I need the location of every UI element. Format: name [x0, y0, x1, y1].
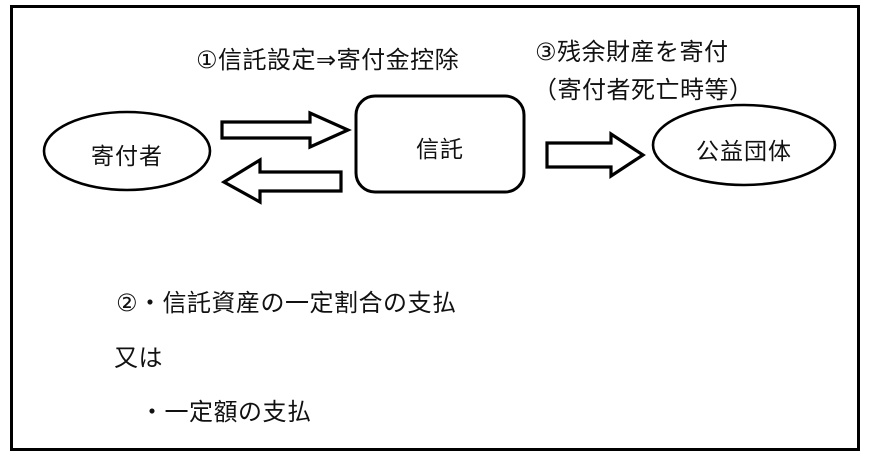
- arrow-trust-to-donor[interactable]: [220, 157, 343, 205]
- flow-label-3-line-2: （寄付者死亡時等）: [533, 77, 754, 104]
- note-line-payment-ratio: ②・信託資産の一定割合の支払: [116, 290, 457, 317]
- flow-label-3-line-1: ③残余財産を寄付: [535, 39, 729, 66]
- node-label-trust: 信託: [416, 136, 464, 162]
- node-shape-trust[interactable]: [354, 94, 526, 194]
- arrow-trust-to-charity[interactable]: [545, 131, 646, 179]
- node-shape-charity[interactable]: [651, 103, 837, 187]
- node-label-donor: 寄付者: [91, 143, 163, 169]
- note-line-fixed-amount: ・一定額の支払: [140, 399, 312, 426]
- note-line-or: 又は: [114, 345, 163, 372]
- node-shape-donor[interactable]: [42, 110, 212, 192]
- flow-label-1: ①信託設定⇒寄付金控除: [196, 47, 460, 74]
- node-label-charity: 公益団体: [696, 138, 792, 164]
- arrow-donor-to-trust[interactable]: [220, 110, 352, 150]
- diagram-outer-border: [10, 5, 860, 451]
